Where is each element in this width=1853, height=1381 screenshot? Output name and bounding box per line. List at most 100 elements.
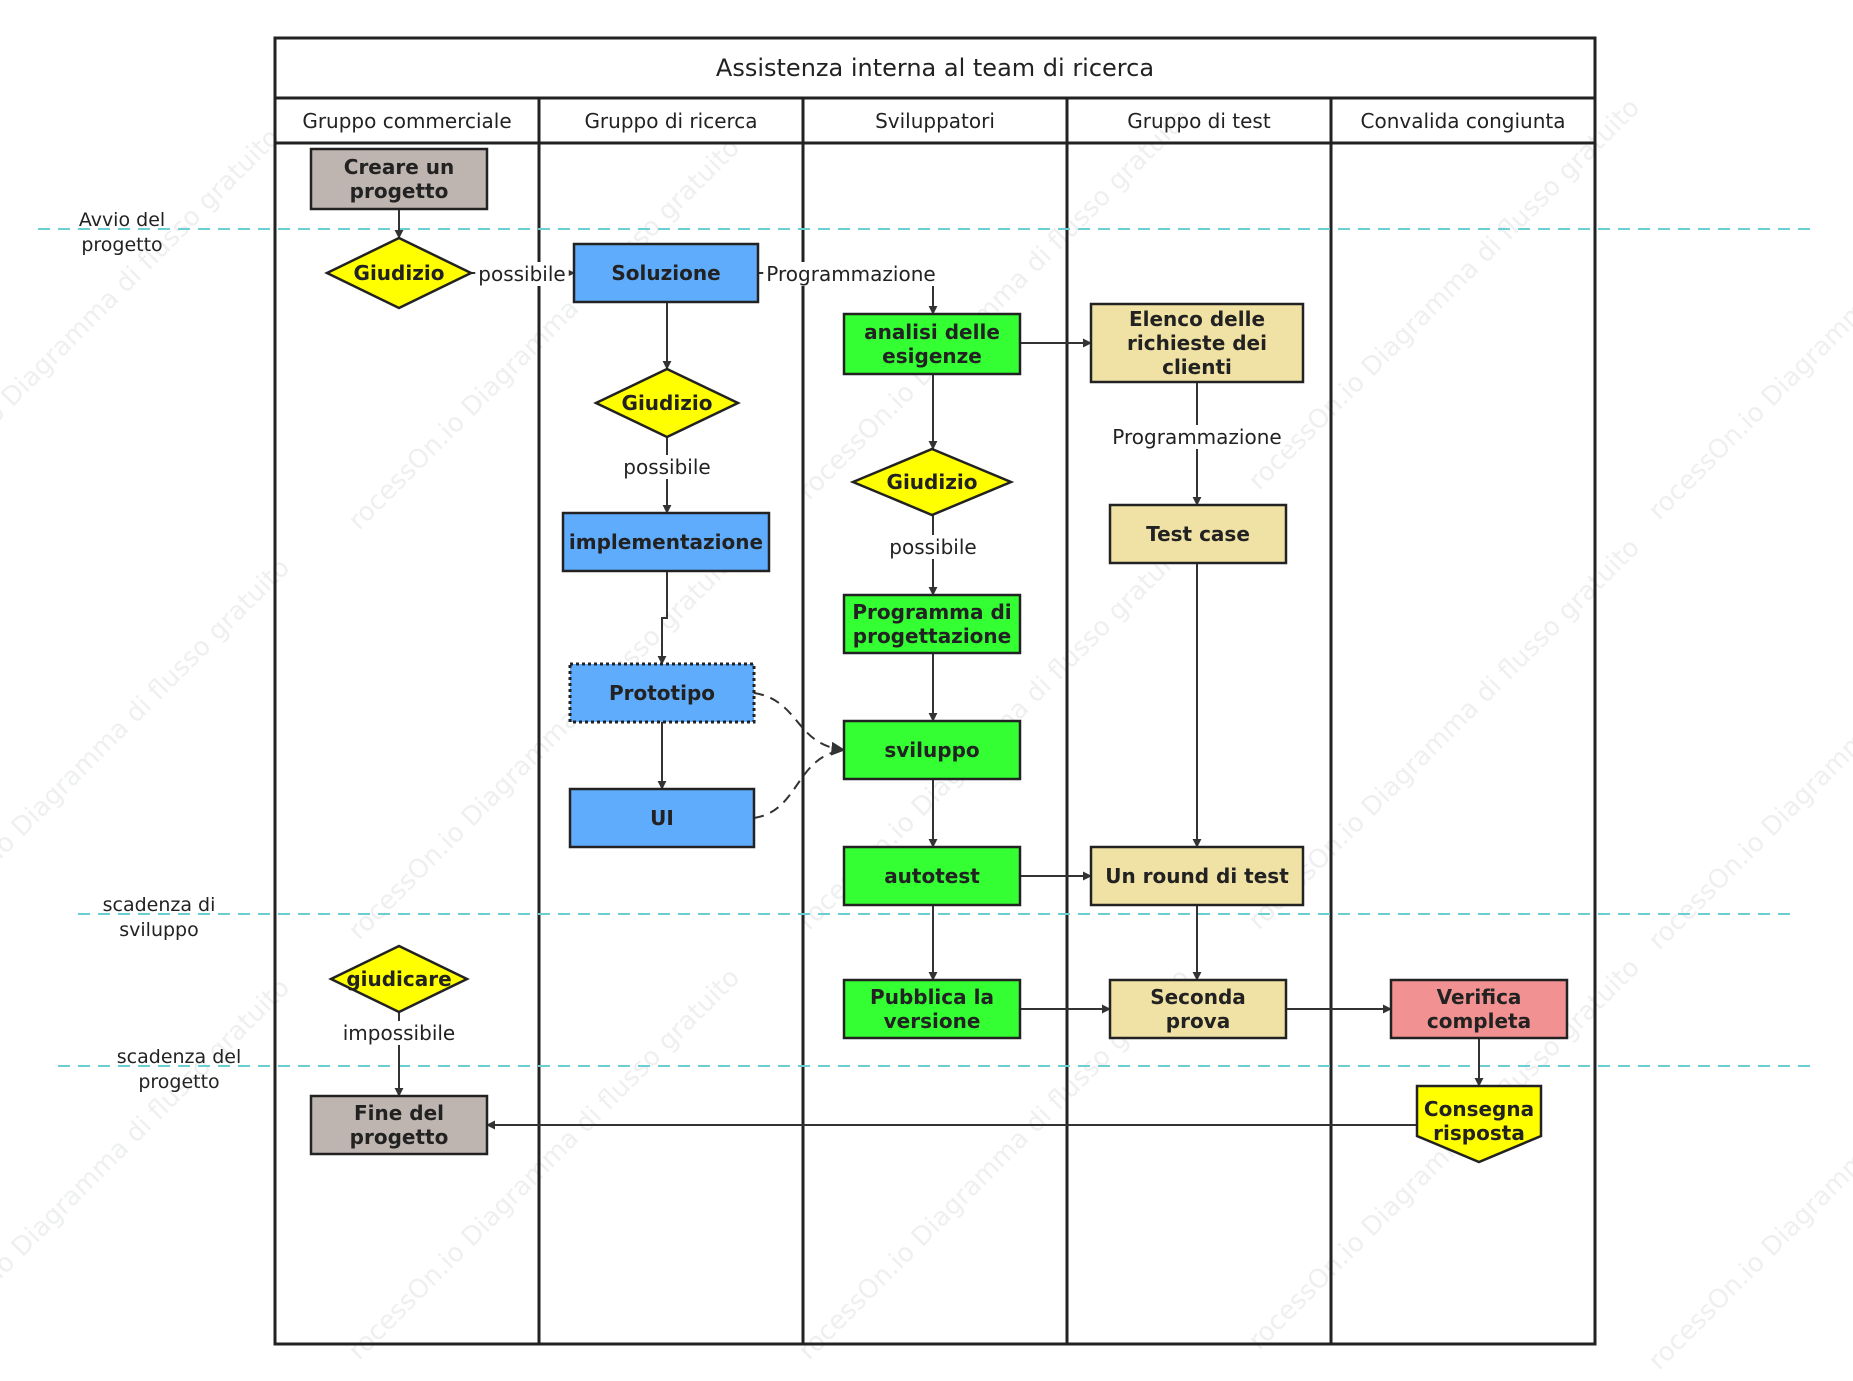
node-shape-rect (1389, 978, 1569, 1040)
edge-ui-sviluppo (753, 749, 845, 819)
node-giudizio2[interactable]: Giudizio (593, 367, 741, 439)
swimlane-frame: Assistenza interna al team di ricerca Gr… (273, 36, 1597, 1346)
node-label: clienti (1162, 355, 1232, 379)
node-label: Pubblica la (870, 985, 994, 1009)
node-shape-rect (568, 662, 756, 724)
milestone-label-scad-progetto: scadenza del (117, 1046, 241, 1068)
node-giudizio1[interactable]: Giudizio (324, 236, 474, 310)
node-label: Prototipo (609, 681, 715, 705)
node-label: esigenze (882, 344, 982, 368)
node-label: Soluzione (611, 261, 720, 285)
pool-border (273, 36, 1597, 1346)
edge-label-background (475, 262, 569, 286)
node-shape-rect (842, 593, 1022, 655)
lane-header-commerciale: Gruppo commerciale (302, 109, 511, 133)
node-label: Giudizio (354, 261, 445, 285)
diagram-title: Assistenza interna al team di ricerca (716, 54, 1154, 82)
node-shape-rect (561, 511, 771, 573)
lane-header-test: Gruppo di test (1127, 109, 1271, 133)
node-label: Fine del (354, 1101, 444, 1125)
edge-implementazione-prototipo (657, 571, 668, 665)
watermark-text: rocessOn.io Diagramma di flusso gratuito (0, 973, 296, 1376)
node-label: risposta (1433, 1121, 1525, 1145)
edge-label-background (886, 535, 980, 559)
node-shape-rect (1089, 845, 1305, 907)
node-label: progetto (350, 1125, 449, 1149)
edge-label-giudizio3_programma: possibile (889, 535, 976, 559)
node-label: progettazione (853, 624, 1011, 648)
node-label: progetto (350, 179, 449, 203)
node-shape-rect (309, 147, 489, 211)
milestone-label-scad-sviluppo: sviluppo (119, 919, 199, 941)
node-label: Giudizio (622, 391, 713, 415)
node-label: sviluppo (884, 738, 979, 762)
node-testcase[interactable]: Test case (1108, 503, 1288, 565)
milestone-label-scad-sviluppo: scadenza di (103, 894, 216, 916)
node-label: autotest (884, 864, 980, 888)
node-ui[interactable]: UI (568, 787, 756, 849)
edge-label-elenco_testcase: Programmazione (1112, 425, 1281, 449)
node-shape-rect (309, 1094, 489, 1156)
node-autotest[interactable]: autotest (842, 845, 1022, 907)
edge-label-giudizio2_implementazione: possibile (623, 455, 710, 479)
milestone-layer: Avvio del progetto scadenza di sviluppo scad… (38, 209, 1815, 1093)
node-shape-rect (1108, 978, 1288, 1040)
node-shape-rect (842, 719, 1022, 781)
watermark-text: rocessOn.io Diagramma di flusso gratuito (343, 543, 746, 946)
node-label: versione (884, 1009, 981, 1033)
node-label: Un round di test (1105, 864, 1289, 888)
node-shape-rect (842, 845, 1022, 907)
node-shape-diamond (849, 447, 1015, 517)
node-shape-diamond (328, 944, 470, 1014)
watermark-text: rocessOn.io Diagramma di flusso gratuito (1643, 553, 1853, 956)
edge-prototipo-sviluppo (753, 692, 846, 756)
node-shape-diamond (593, 367, 741, 439)
node-label: analisi delle (864, 320, 1000, 344)
lane-header-convalida: Convalida congiunta (1361, 109, 1566, 133)
node-label: UI (650, 806, 674, 830)
edge-label-giudizio1_soluzione: possibile (478, 262, 565, 286)
lane-header-ricerca: Gruppo di ricerca (584, 109, 757, 133)
node-giudicare[interactable]: giudicare (328, 944, 470, 1014)
lane-header-sviluppatori: Sviluppatori (875, 109, 995, 133)
node-prototipo[interactable]: Prototipo (568, 662, 756, 724)
node-sviluppo[interactable]: sviluppo (842, 719, 1022, 781)
node-label: Elenco delle (1129, 307, 1265, 331)
node-label: Verifica (1437, 985, 1522, 1009)
milestone-label-avvio: Avvio del (79, 209, 165, 231)
milestone-label-avvio: progetto (81, 234, 162, 256)
node-shape-offpage (1415, 1084, 1543, 1164)
node-shape-rect (568, 787, 756, 849)
watermark-text: rocessOn.io Diagramma di flusso gratuito (1643, 973, 1853, 1376)
edge-label-background (339, 1021, 459, 1045)
node-shape-rect (1089, 302, 1305, 384)
edge-label-background (620, 455, 714, 479)
node-label: Consegna (1424, 1097, 1534, 1121)
node-round[interactable]: Un round di test (1089, 845, 1305, 907)
node-label: completa (1427, 1009, 1531, 1033)
node-giudizio3[interactable]: Giudizio (849, 447, 1015, 517)
node-label: prova (1166, 1009, 1230, 1033)
node-label: giudicare (346, 967, 451, 991)
node-implementazione[interactable]: implementazione (561, 511, 771, 573)
node-shape-rect (1108, 503, 1288, 565)
edge-label-background (763, 262, 939, 286)
node-label: Creare un (344, 155, 454, 179)
node-shape-rect (572, 242, 760, 304)
milestone-label-scad-progetto: progetto (138, 1071, 219, 1093)
node-label: Test case (1146, 522, 1250, 546)
node-soluzione[interactable]: Soluzione (572, 242, 760, 304)
edge-label-giudicare_fine: impossibile (343, 1021, 455, 1045)
watermark-text: rocessOn.io Diagramma di flusso gratuito (0, 123, 286, 526)
